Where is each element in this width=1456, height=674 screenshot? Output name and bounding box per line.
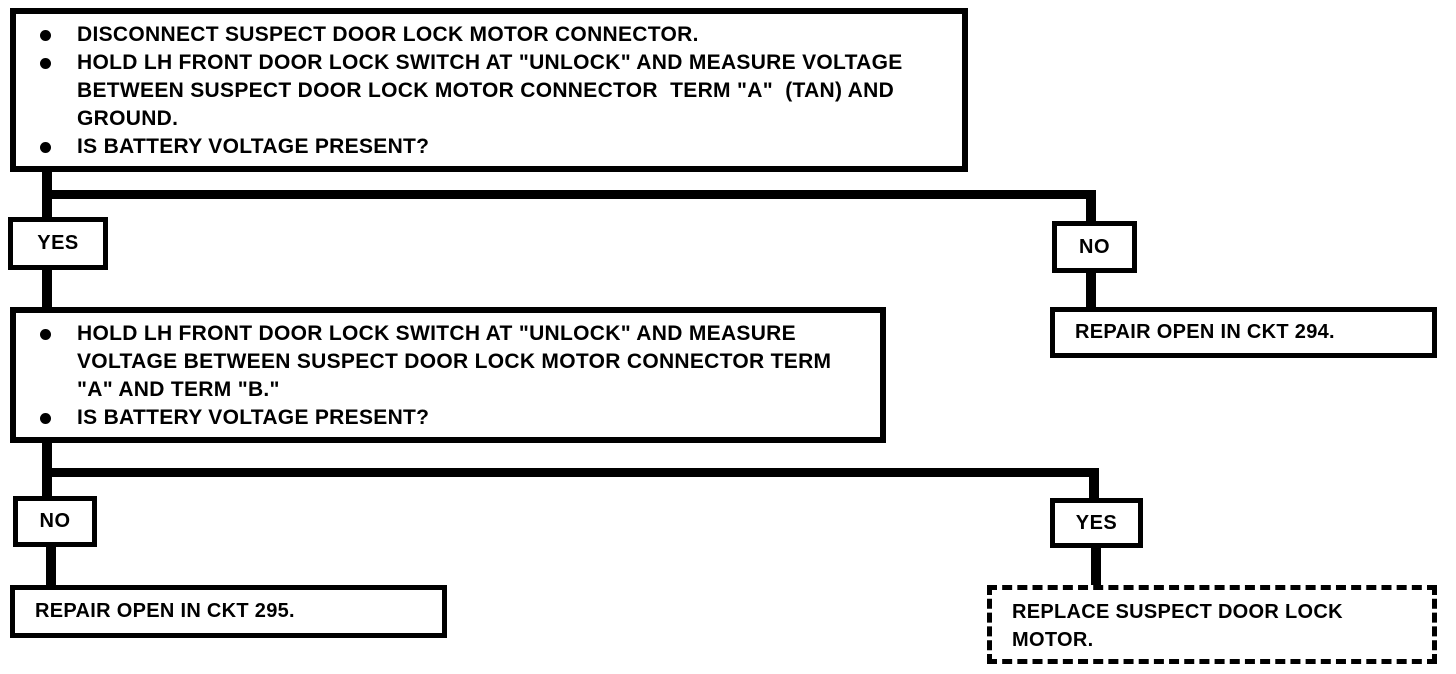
step-text: IS BATTERY VOLTAGE PRESENT? [77,406,430,429]
replace-line-2: MOTOR. [1012,629,1094,651]
step-box-1-content: DISCONNECT SUSPECT DOOR LOCK MOTOR CONNE… [16,14,962,161]
bullet-icon [40,58,51,69]
step-box-2: HOLD LH FRONT DOOR LOCK SWITCH AT "UNLOC… [10,307,886,443]
bullet-icon [40,329,51,340]
step-box-1: DISCONNECT SUSPECT DOOR LOCK MOTOR CONNE… [10,8,968,172]
connector-branch-2-to-yes2 [1089,468,1099,499]
decision-label: NO [1079,235,1110,258]
terminal-text: REPAIR OPEN IN CKT 294. [1075,321,1335,343]
step-1-line-2: HOLD LH FRONT DOOR LOCK SWITCH AT "UNLOC… [26,49,954,77]
decision-label: YES [1075,511,1118,534]
terminal-repair-ckt-295: REPAIR OPEN IN CKT 295. [10,585,447,638]
connector-branch-2-horizontal [42,468,1098,477]
step-1-line-1: DISCONNECT SUSPECT DOOR LOCK MOTOR CONNE… [26,21,954,49]
step-2-line-2: VOLTAGE BETWEEN SUSPECT DOOR LOCK MOTOR … [26,348,872,376]
step-text: IS BATTERY VOLTAGE PRESENT? [77,135,430,158]
step-text: "A" AND TERM "B." [77,378,280,401]
step-2-line-1: HOLD LH FRONT DOOR LOCK SWITCH AT "UNLOC… [26,320,872,348]
decision-yes-2: YES [1050,498,1143,548]
step-text: DISCONNECT SUSPECT DOOR LOCK MOTOR CONNE… [77,23,699,46]
terminal-replace-door-lock-motor: REPLACE SUSPECT DOOR LOCK MOTOR. [987,585,1437,664]
step-1-line-3: BETWEEN SUSPECT DOOR LOCK MOTOR CONNECTO… [26,77,954,105]
step-text: GROUND. [77,107,179,130]
terminal-text: REPAIR OPEN IN CKT 295. [35,600,295,622]
decision-no-1: NO [1052,221,1137,273]
step-text: HOLD LH FRONT DOOR LOCK SWITCH AT "UNLOC… [77,51,903,74]
step-text: BETWEEN SUSPECT DOOR LOCK MOTOR CONNECTO… [77,79,895,102]
step-box-2-content: HOLD LH FRONT DOOR LOCK SWITCH AT "UNLOC… [16,313,880,432]
step-2-line-4: IS BATTERY VOLTAGE PRESENT? [26,404,872,432]
bullet-icon [40,413,51,424]
step-text: VOLTAGE BETWEEN SUSPECT DOOR LOCK MOTOR … [77,350,832,373]
bullet-icon [40,142,51,153]
connector-branch-1-horizontal [42,190,1096,199]
connector-no1-to-repair294 [1086,273,1096,308]
step-1-line-4: GROUND. [26,105,954,133]
bullet-icon [40,30,51,41]
decision-label: YES [37,232,79,254]
step-2-line-3: "A" AND TERM "B." [26,376,872,404]
decision-label: NO [39,510,71,532]
terminal-repair-ckt-294: REPAIR OPEN IN CKT 294. [1050,307,1437,358]
connector-no2-to-repair295 [46,547,56,585]
terminal-text: REPLACE SUSPECT DOOR LOCK MOTOR. [992,590,1343,654]
step-1-line-5: IS BATTERY VOLTAGE PRESENT? [26,133,954,161]
connector-yes1-to-step2 [42,270,52,308]
decision-no-2: NO [13,496,97,547]
connector-branch-1-to-no1 [1086,190,1096,223]
step-text: HOLD LH FRONT DOOR LOCK SWITCH AT "UNLOC… [77,322,796,345]
connector-yes2-to-replace [1091,548,1101,585]
decision-yes-1: YES [8,217,108,270]
replace-line-1: REPLACE SUSPECT DOOR LOCK [1012,601,1343,623]
